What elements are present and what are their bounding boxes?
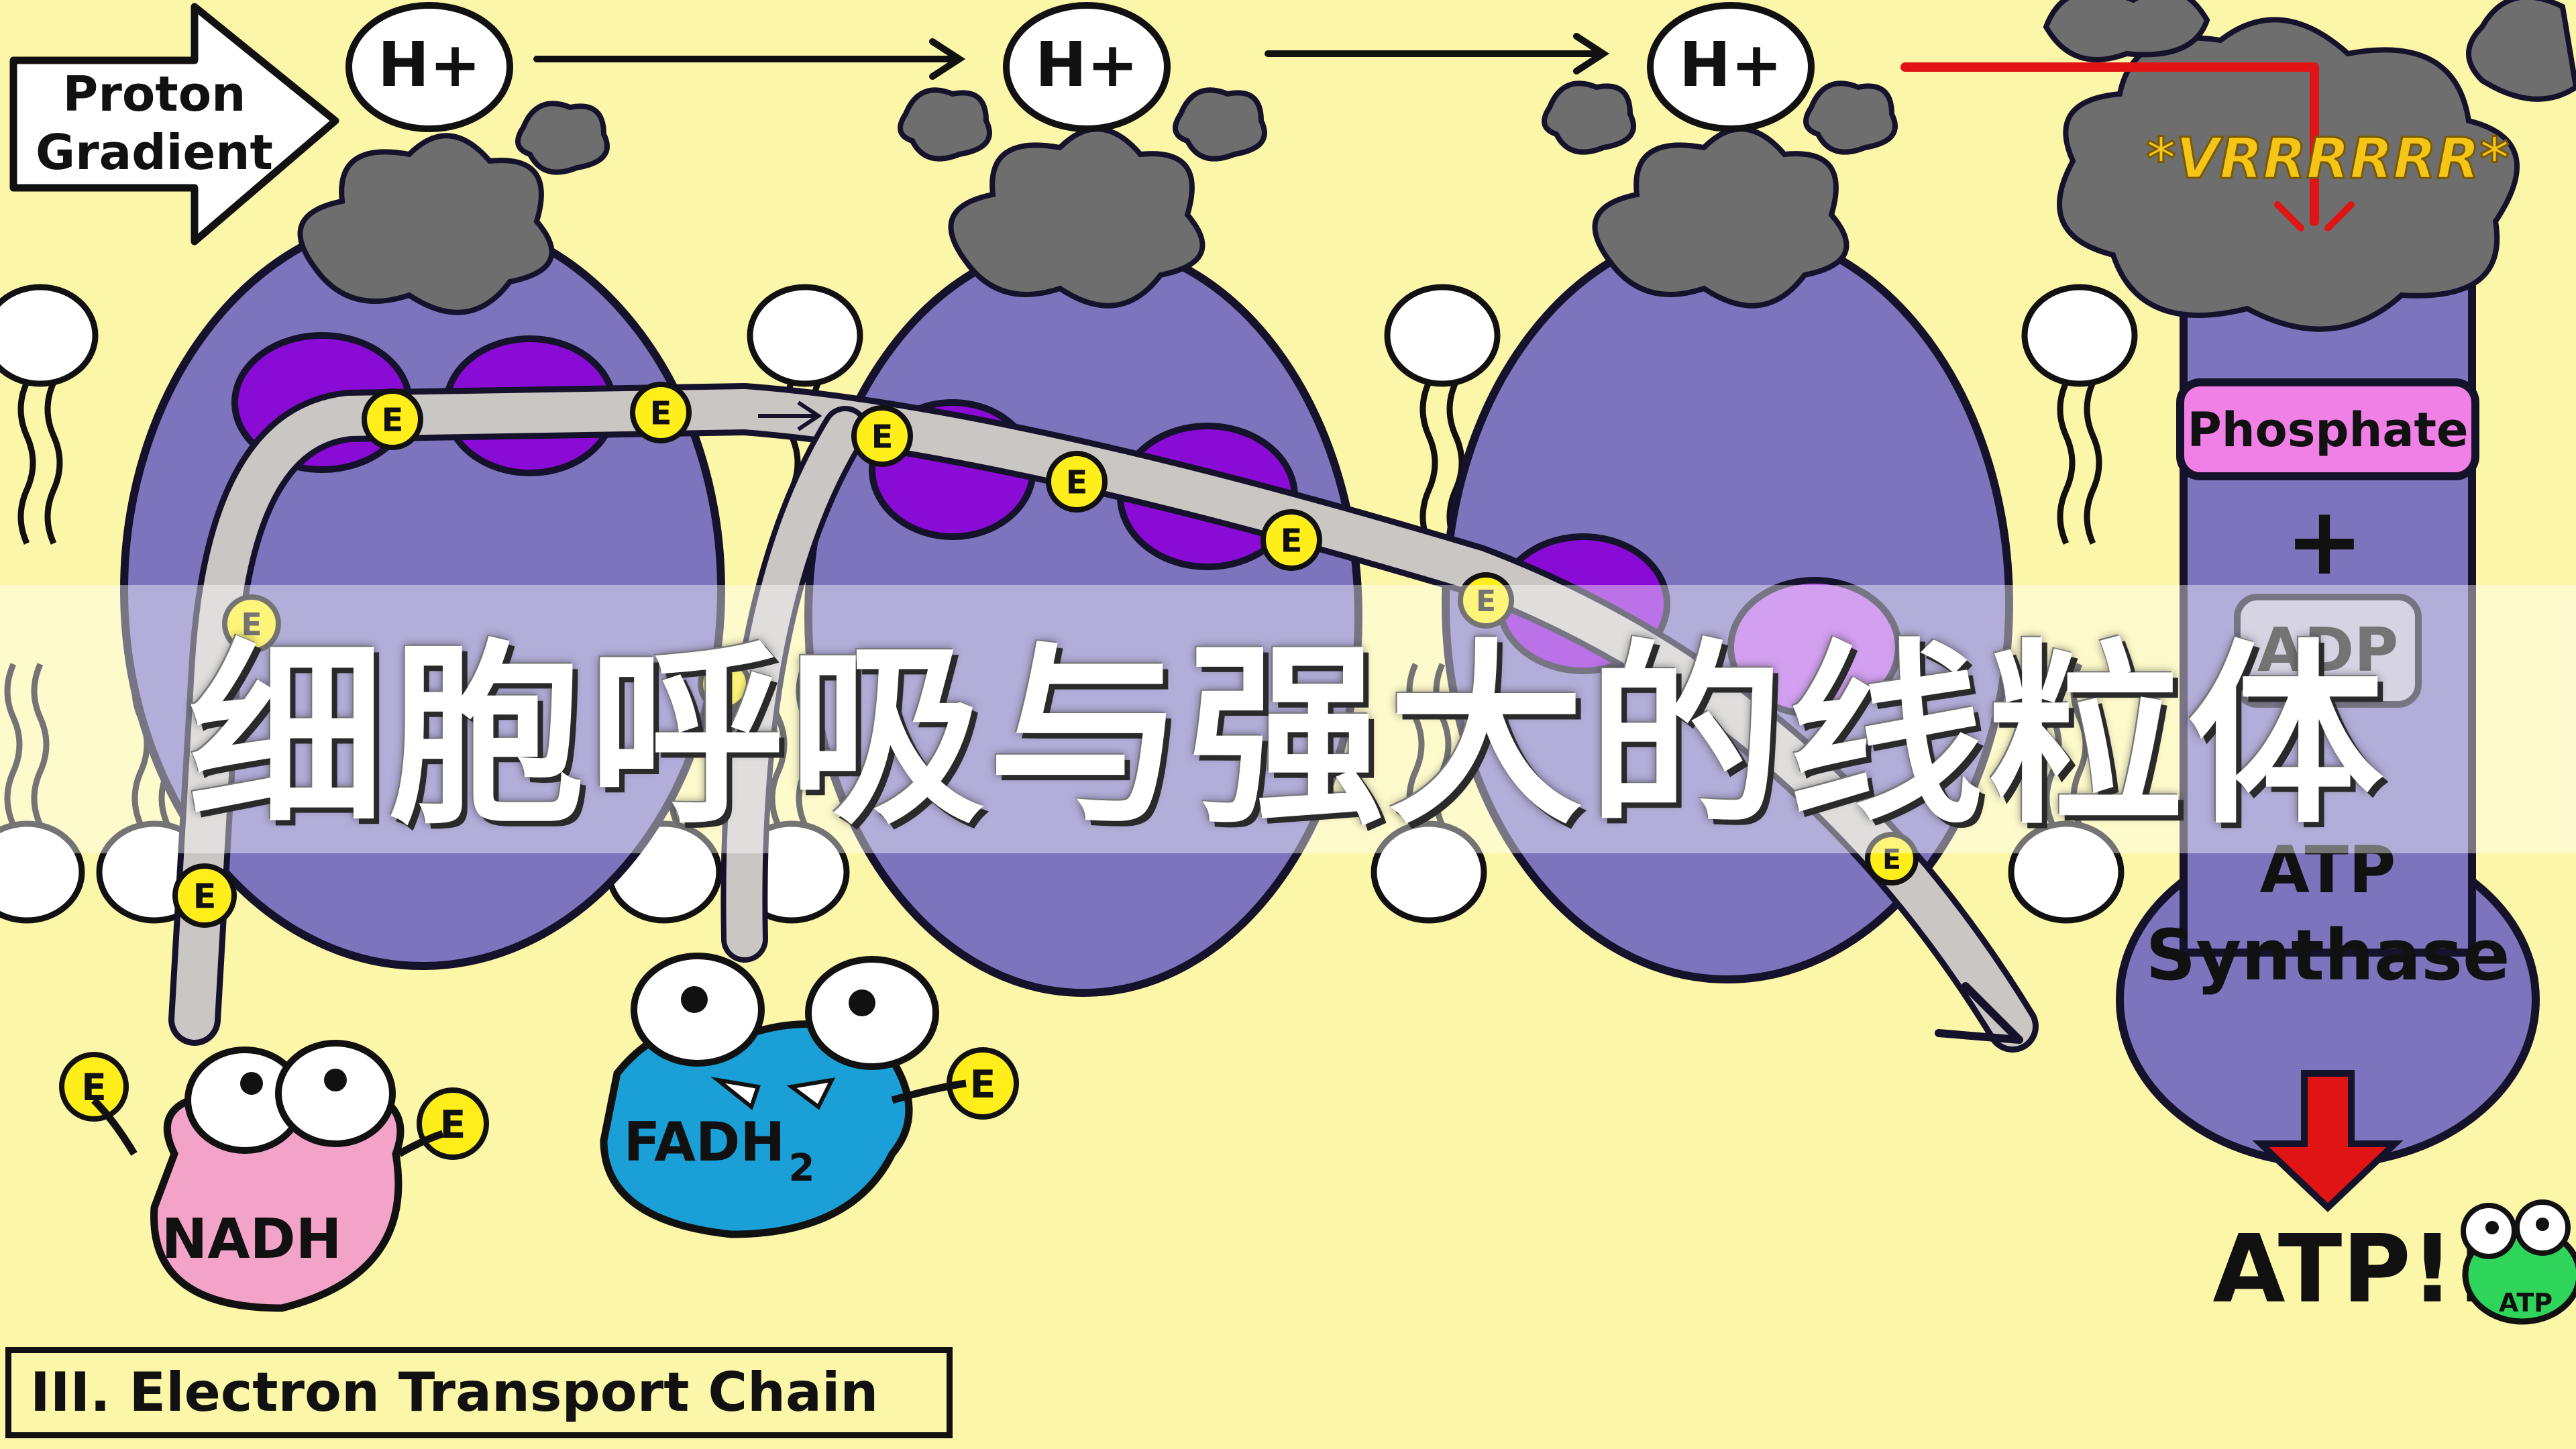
proton-gradient-line1: Proton (63, 66, 246, 122)
electron-badge: E (417, 1087, 489, 1160)
electron-badge: E (1458, 572, 1514, 629)
atp-output-label: ATP!! (2212, 1215, 2496, 1324)
atp-synthase-line1: ATP (2260, 833, 2396, 908)
electron-label: E (970, 1063, 996, 1107)
electron-badge: E (362, 388, 423, 450)
lipid-tail-top (2060, 382, 2099, 543)
electron-label: E (1882, 843, 1901, 875)
electron-badge: E (1865, 832, 1919, 885)
electron-label: E (440, 1103, 466, 1147)
electron-path (168, 383, 2039, 1053)
proton-gradient-arrow: Proton Gradient (9, 3, 339, 246)
proton-1: H+ (345, 2, 513, 132)
electron-badge: E (59, 1052, 129, 1122)
electron-label: E (241, 606, 262, 643)
fadh2-carrier: FADH 2 (600, 953, 967, 1238)
electron-label: E (382, 402, 404, 439)
fadh2-subscript: 2 (789, 1146, 815, 1190)
adp-label: ADP (2257, 615, 2398, 686)
vrr-sound-text: *VRRRRRR* (2147, 125, 2510, 191)
electron-badges: E E E E E E E E E E E E E (59, 382, 1919, 1160)
proton-2: H+ (1003, 2, 1171, 132)
proton-1-label: H+ (378, 29, 481, 101)
atp-synthase-line2: Synthase (2145, 914, 2510, 996)
lipid-head-top (0, 287, 95, 384)
electron-label: E (715, 669, 734, 701)
lipid-tail-top (21, 382, 60, 543)
phosphate-label: Phosphate (2187, 402, 2468, 458)
electron-badge: E (851, 405, 913, 467)
electron-badge: E (698, 657, 751, 711)
smoke-clouds (297, 0, 2576, 332)
atp-synthase: H+ Phosphate + ADP ATP Synthase (2116, 215, 2540, 1212)
adp-box (2234, 594, 2422, 708)
electron-label: E (650, 395, 672, 433)
electron-label: E (193, 877, 217, 916)
electron-label: E (1281, 523, 1303, 560)
plus-sign: + (2285, 487, 2363, 596)
nadh-label: NADH (162, 1208, 342, 1271)
electron-label: E (871, 419, 894, 456)
atp-creature: ATP (2461, 1199, 2576, 1325)
electron-badge: E (630, 382, 692, 443)
electron-badge: E (172, 863, 237, 928)
lipid-head-top (1387, 287, 1497, 384)
section-label: III. Electron Transport Chain (5, 1347, 953, 1438)
proton-3: H+ (1647, 2, 1815, 132)
flow-arrows-top (533, 33, 1610, 80)
lipid-head-top (2025, 287, 2135, 384)
atp-output-arrow (2252, 1070, 2404, 1212)
proton-2-label: H+ (1035, 29, 1138, 101)
electron-badge: E (222, 594, 281, 653)
overlay-title: 细胞呼吸与强大的线粒体 (189, 622, 2387, 851)
fadh2-label: FADH (624, 1111, 786, 1173)
atp-creature-label: ATP (2499, 1288, 2553, 1318)
nadh-carrier: NADH (91, 1040, 444, 1312)
proton-channel-line (1900, 62, 2319, 226)
electron-badge: E (1260, 509, 1322, 571)
vibration-marks (2274, 201, 2355, 231)
proton-gradient-line2: Gradient (36, 124, 273, 180)
lipid-head-top (750, 287, 860, 384)
electron-label: E (1476, 584, 1496, 619)
electron-badge: E (1046, 451, 1108, 513)
complex-4-cofactor-b (1727, 577, 1902, 718)
electron-label: E (1066, 464, 1088, 502)
phosphate-box (2176, 378, 2479, 480)
title-overlay-band (0, 585, 2576, 853)
proton-3-label: H+ (1679, 29, 1782, 101)
